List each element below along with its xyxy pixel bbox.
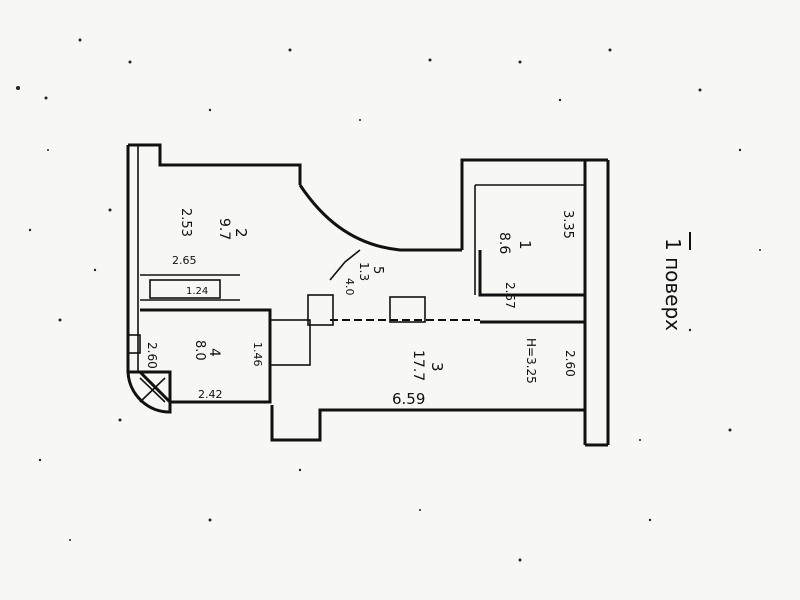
room-4-number: 4 bbox=[206, 348, 222, 357]
room-4: 4 8.0 1.46 2.42 bbox=[192, 340, 264, 401]
room-3-number: 3 bbox=[428, 362, 446, 372]
room-5: 5 1.3 4.0 bbox=[343, 262, 385, 296]
room-5-dim-a: 4.0 bbox=[343, 278, 356, 296]
extra-dim-left: 2.60 bbox=[145, 342, 159, 369]
room-4-dim-b: 2.42 bbox=[198, 388, 223, 401]
room-2-dim-b: 2.65 bbox=[172, 254, 197, 267]
floor-label: 1 поверх bbox=[661, 238, 685, 331]
room-2: 2 9.7 2.53 2.65 bbox=[172, 208, 250, 267]
extra-dim-partition: 1.24 bbox=[186, 286, 208, 297]
room-1-area: 8.6 bbox=[496, 232, 512, 254]
room-3-dim-a: 6.59 bbox=[392, 390, 425, 408]
room-1-dim-b: 2.57 bbox=[503, 282, 517, 309]
room-1-number: 1 bbox=[516, 240, 534, 250]
room-3: 3 17.7 6.59 2.60 H=3.25 bbox=[392, 338, 577, 408]
room-2-area: 9.7 bbox=[216, 218, 232, 240]
room-3-dim-b: 2.60 bbox=[563, 350, 577, 377]
room-5-area: 1.3 bbox=[357, 262, 371, 281]
room-4-area: 8.0 bbox=[192, 340, 207, 361]
room-1: 1 8.6 3.35 2.57 bbox=[496, 210, 575, 309]
room-1-dim-a: 3.35 bbox=[560, 210, 575, 239]
walls bbox=[126, 143, 610, 447]
room-2-number: 2 bbox=[232, 228, 250, 238]
room-5-number: 5 bbox=[370, 266, 385, 274]
room-3-height: H=3.25 bbox=[524, 338, 538, 384]
room-3-area: 17.7 bbox=[410, 350, 426, 381]
room-2-dim-a: 2.53 bbox=[178, 208, 193, 237]
print-noise bbox=[16, 38, 761, 562]
room-4-dim-a: 1.46 bbox=[251, 342, 264, 367]
